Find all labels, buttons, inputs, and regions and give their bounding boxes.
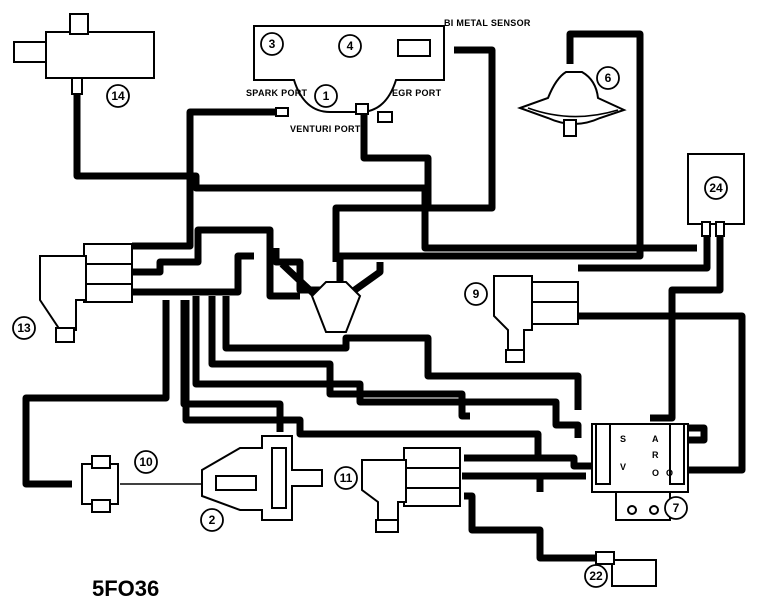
svg-text:14: 14 <box>111 89 125 103</box>
callout-2: 2 <box>200 508 224 532</box>
hose-13-d <box>208 296 470 420</box>
hose-13-f <box>22 300 170 488</box>
figure-code: 5FO36 <box>92 576 159 601</box>
callout-6: 6 <box>596 66 620 90</box>
svg-text:3: 3 <box>269 37 276 51</box>
hose-bimetal <box>332 46 496 262</box>
component-22 <box>595 551 657 587</box>
callout-11: 11 <box>334 466 358 490</box>
component-7: S A R O V O <box>591 423 689 521</box>
hose-24-right <box>650 230 724 422</box>
valve-letter-r: R <box>652 450 659 460</box>
callout-13: 13 <box>12 316 36 340</box>
tee-fitting <box>310 281 362 333</box>
hose-14 <box>73 92 697 252</box>
hose-venturi <box>360 110 432 210</box>
hose-tee-right <box>349 262 384 295</box>
callout-24: 24 <box>704 176 728 200</box>
valve-letter-o2: O <box>666 468 673 478</box>
component-10 <box>81 455 119 513</box>
svg-text:2: 2 <box>209 513 216 527</box>
valve-letter-a: A <box>652 434 659 444</box>
hose-9-lower <box>578 312 746 474</box>
valve-letter-v: V <box>620 462 626 472</box>
label-spark-port-line1: SPARK PORT <box>246 88 308 98</box>
callout-7: 7 <box>664 496 688 520</box>
hose-tee-left <box>279 261 317 297</box>
hose-13-c <box>192 296 582 438</box>
svg-text:7: 7 <box>673 501 680 515</box>
svg-text:4: 4 <box>347 39 354 53</box>
component-2 <box>201 435 323 521</box>
svg-text:11: 11 <box>340 471 353 485</box>
hose-13-a <box>132 226 300 300</box>
valve-letter-o: O <box>652 468 659 478</box>
hose-spark-port <box>132 108 284 250</box>
callout-10: 10 <box>134 450 158 474</box>
svg-text:6: 6 <box>605 71 612 85</box>
hose-13-b <box>132 252 254 296</box>
callout-9: 9 <box>464 282 488 306</box>
hose-7-left <box>462 454 592 480</box>
callout-4: 4 <box>338 34 362 58</box>
hose-7-right <box>688 424 708 444</box>
component-6 <box>517 71 627 137</box>
carburetor-1 <box>253 25 445 123</box>
callout-1: 1 <box>314 84 338 108</box>
svg-text:24: 24 <box>709 181 723 195</box>
callout-22: 22 <box>584 564 608 588</box>
component-13 <box>39 243 133 343</box>
component-11 <box>361 447 461 533</box>
svg-text:1: 1 <box>323 89 330 103</box>
svg-text:22: 22 <box>589 569 603 583</box>
component-14 <box>13 13 155 95</box>
svg-text:10: 10 <box>139 455 153 469</box>
svg-text:9: 9 <box>473 287 480 301</box>
callout-3: 3 <box>260 32 284 56</box>
hose-11-c <box>464 492 598 562</box>
label-egr-port: EGR PORT <box>392 88 442 98</box>
hose-24-left <box>578 230 711 272</box>
label-venturi-port: VENTURI PORT <box>290 124 361 134</box>
label-bimetal-sensor: BI METAL SENSOR <box>444 18 531 28</box>
valve-letter-s: S <box>620 434 626 444</box>
vacuum-hoses <box>22 30 746 562</box>
component-9 <box>493 275 579 363</box>
hose-13-e <box>222 296 582 410</box>
svg-text:13: 13 <box>17 321 31 335</box>
callout-14: 14 <box>106 84 130 108</box>
